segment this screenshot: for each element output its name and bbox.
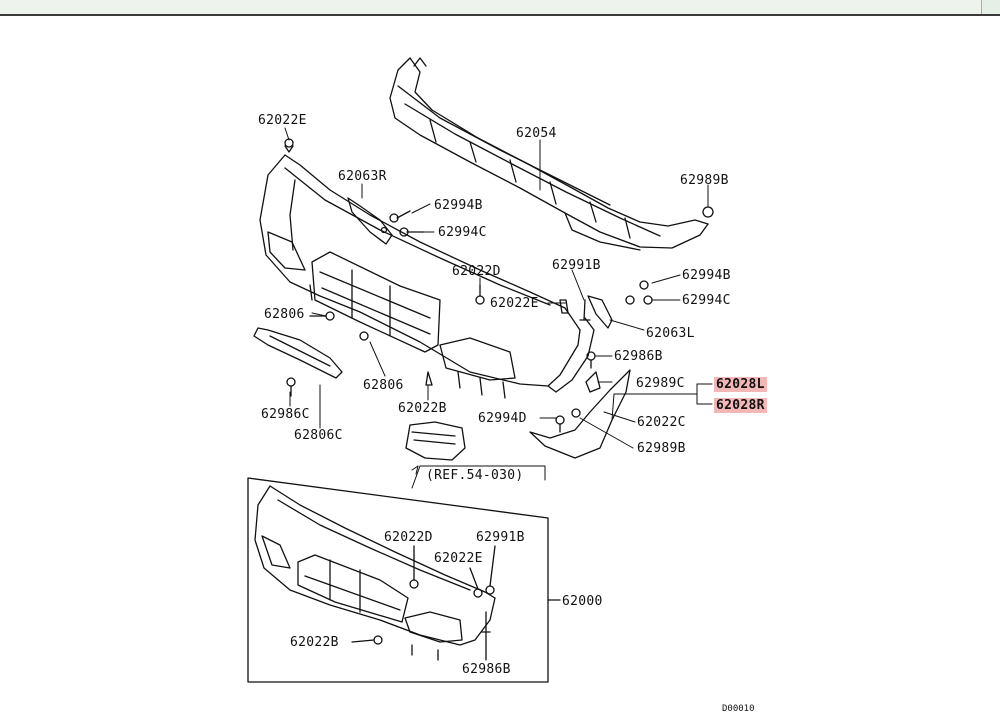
part-label-62806-left[interactable]: 62806 — [264, 307, 305, 322]
part-label-ref-54-030[interactable]: (REF.54-030) — [426, 468, 524, 483]
part-label-62022b-top[interactable]: 62022B — [398, 401, 447, 416]
part-label-62022e-mid[interactable]: 62022E — [490, 296, 539, 311]
part-label-62989c[interactable]: 62989C — [636, 376, 685, 391]
part-label-62986c[interactable]: 62986C — [261, 407, 310, 422]
part-label-62994c-right[interactable]: 62994C — [682, 293, 731, 308]
part-label-62994d[interactable]: 62994D — [478, 411, 527, 426]
bumper-assembly-62000 — [247, 477, 561, 683]
part-label-62022e-inset[interactable]: 62022E — [434, 551, 483, 566]
fog-lamp — [405, 421, 466, 461]
moulding-62806c — [253, 327, 343, 379]
top-toolbar-strip — [0, 0, 1000, 16]
reinforcement-62054 — [389, 57, 709, 251]
part-label-62022e-top[interactable]: 62022E — [258, 113, 307, 128]
stay-62063r — [347, 197, 393, 245]
part-label-62994b-left[interactable]: 62994B — [434, 198, 483, 213]
diagram-code: D00010 — [722, 704, 755, 714]
part-label-62991b[interactable]: 62991B — [552, 258, 601, 273]
scroll-corner — [981, 0, 1000, 14]
part-label-62991b-inset[interactable]: 62991B — [476, 530, 525, 545]
part-label-62063l[interactable]: 62063L — [646, 326, 695, 341]
part-label-62022d[interactable]: 62022D — [452, 264, 501, 279]
leader-lines — [284, 127, 713, 489]
stay-62063l — [587, 295, 613, 329]
part-label-62806c[interactable]: 62806C — [294, 428, 343, 443]
part-label-62028r-highlighted[interactable]: 62028R — [714, 398, 767, 413]
part-label-62986b-inset[interactable]: 62986B — [462, 662, 511, 677]
part-label-62994c-left[interactable]: 62994C — [438, 225, 487, 240]
part-label-62054[interactable]: 62054 — [516, 126, 557, 141]
part-label-62986b-top[interactable]: 62986B — [614, 349, 663, 364]
part-label-62063r[interactable]: 62063R — [338, 169, 387, 184]
part-label-62989b-top[interactable]: 62989B — [680, 173, 729, 188]
part-label-62022c[interactable]: 62022C — [637, 415, 686, 430]
front-bumper-assembly — [259, 154, 595, 399]
part-label-62806-center[interactable]: 62806 — [363, 378, 404, 393]
part-label-62989b-bottom[interactable]: 62989B — [637, 441, 686, 456]
part-label-62028l-highlighted[interactable]: 62028L — [714, 377, 767, 392]
part-label-62994b-right[interactable]: 62994B — [682, 268, 731, 283]
part-label-62022b-inset[interactable]: 62022B — [290, 635, 339, 650]
part-label-62000[interactable]: 62000 — [562, 594, 603, 609]
fasteners — [284, 138, 714, 433]
part-label-62022d-inset[interactable]: 62022D — [384, 530, 433, 545]
